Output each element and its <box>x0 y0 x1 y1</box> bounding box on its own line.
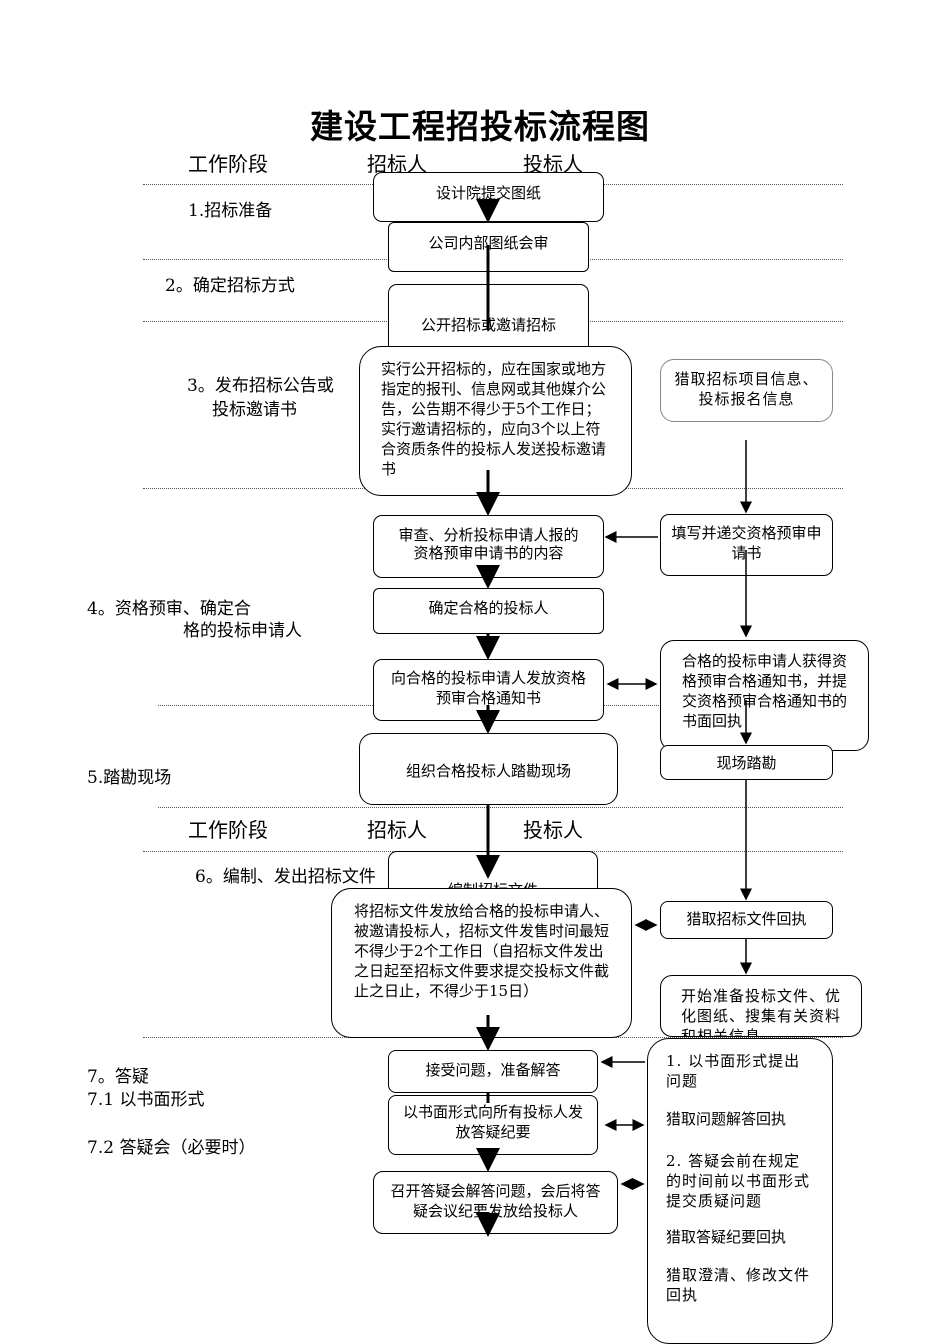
bidder-qa-meeting: 2. 答疑会前在规定的时间前以书面形式提交质疑问题 <box>666 1152 811 1210</box>
stage-5-label: 5.踏勘现场 <box>87 768 172 788</box>
box-prepare-bid: 开始准备投标文件、优化图纸、搜集有关资料和相关信息 <box>660 975 862 1037</box>
box-issue-docs: 将招标文件发放给合格的投标申请人、被邀请投标人，招标文件发售时间最短不得少于2个… <box>331 888 632 1038</box>
stage-1-label: 1.招标准备 <box>188 201 273 221</box>
box-site-visit-org: 组织合格投标人踏勘现场 <box>359 733 618 805</box>
stage-3-label-line2: 投标邀请书 <box>212 400 297 420</box>
bidder-qa-minutes: 猎取答疑纪要回执 <box>666 1228 787 1246</box>
stage-2-label: 2。确定招标方式 <box>165 276 295 296</box>
box-announcement-rules: 实行公开招标的，应在国家或地方指定的报刊、信息网或其他媒介公告，公告期不得少于5… <box>359 346 632 496</box>
header-tenderer-2: 招标人 <box>367 818 427 842</box>
box-bidder-qa: 1. 以书面形式提出问题 猎取问题解答回执 2. 答疑会前在规定的时间前以书面形… <box>647 1038 833 1344</box>
stage-4-label: 4。资格预审、确定合 <box>87 599 251 619</box>
box-review-applications-line1: 审查、分析投标申请人报的 <box>398 526 579 544</box>
box-review-applications: 审查、分析投标申请人报的 资格预审申请书的内容 <box>373 515 604 578</box>
header-bidder-2: 投标人 <box>523 818 583 842</box>
box-site-visit: 现场踏勘 <box>660 745 833 780</box>
header-stage-2: 工作阶段 <box>188 818 268 842</box>
stage-4-label-line2: 格的投标申请人 <box>183 621 302 641</box>
stage-7-label: 7。答疑 <box>87 1067 149 1087</box>
page-title: 建设工程招投标流程图 <box>310 107 650 146</box>
box-qualification-notice-receipt: 合格的投标申请人获得资格预审合格通知书，并提交资格预审合格通知书的书面回执 <box>660 640 869 751</box>
box-get-tender-info: 猎取招标项目信息、投标报名信息 <box>660 359 833 422</box>
box-qualified-bidders: 确定合格的投标人 <box>373 588 604 634</box>
box-review-applications-line2: 资格预审申请书的内容 <box>413 544 564 562</box>
box-get-doc-receipt: 猎取招标文件回执 <box>660 901 833 939</box>
stage-3-label: 3。发布招标公告或 <box>187 376 334 396</box>
stage-7-1-label: 7.1 以书面形式 <box>87 1090 205 1110</box>
separator-line <box>158 807 843 808</box>
box-written-answers: 以书面形式向所有投标人发放答疑纪要 <box>388 1095 598 1155</box>
bidder-qa-clarify: 猎取澄清、修改文件回执 <box>666 1266 811 1304</box>
stage-7-2-label: 7.2 答疑会（必要时） <box>87 1138 256 1158</box>
stage-6-label: 6。编制、发出招标文件 <box>195 867 376 887</box>
header-stage: 工作阶段 <box>188 152 268 176</box>
bidder-qa-written: 1. 以书面形式提出问题 <box>666 1052 801 1090</box>
bidder-qa-receipt: 猎取问题解答回执 <box>666 1110 787 1128</box>
